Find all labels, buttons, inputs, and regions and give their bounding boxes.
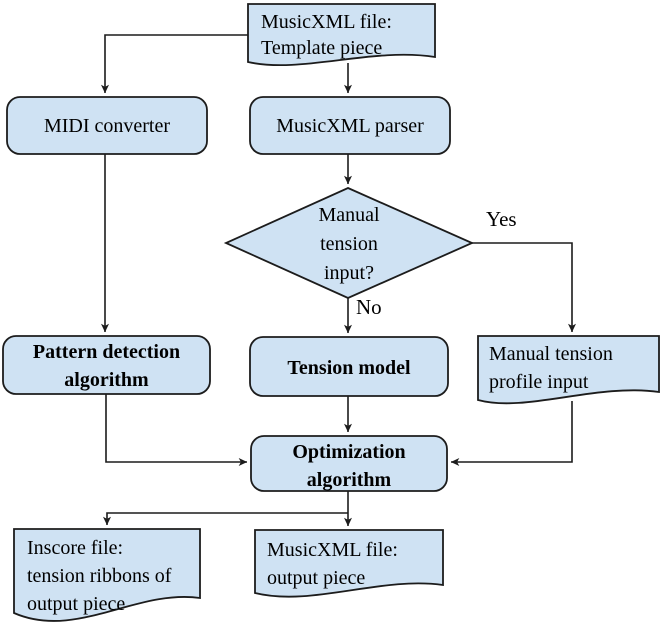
text-line: Inscore file: bbox=[27, 537, 124, 559]
text-line: algorithm bbox=[306, 469, 392, 491]
text-line: Manual bbox=[318, 204, 380, 226]
node-inscore-file-shape bbox=[13, 528, 201, 622]
node-decision-shape bbox=[223, 187, 475, 299]
node-template-file-shape bbox=[247, 3, 436, 66]
text-line: algorithm bbox=[64, 369, 149, 391]
node-tension-model-shape bbox=[249, 336, 449, 397]
node-manual-profile-label: Manual tension profile input bbox=[489, 340, 655, 396]
text-line: MusicXML file: bbox=[267, 539, 398, 561]
edge-label-yes: Yes bbox=[486, 207, 517, 231]
node-tension-model-label: Tension model bbox=[287, 357, 411, 379]
node-pattern-detection-shape bbox=[2, 335, 211, 395]
node-output-file-shape bbox=[254, 529, 444, 598]
text-line: MusicXML file: bbox=[261, 11, 392, 33]
text-line: output piece bbox=[27, 593, 126, 615]
node-pattern-detection-label: Pattern detection algorithm bbox=[3, 338, 210, 394]
node-musicxml-parser-label: MusicXML parser bbox=[276, 115, 424, 137]
node-optimization-shape bbox=[250, 435, 448, 492]
node-optimization-label: Optimization algorithm bbox=[251, 438, 447, 494]
connector-decision-yes-to-profile bbox=[472, 242, 576, 333]
connectors bbox=[101, 34, 576, 527]
text-line: Template piece bbox=[261, 37, 383, 59]
text-line: Optimization bbox=[292, 441, 406, 463]
connector-profile-to-optimization bbox=[450, 401, 573, 466]
node-output-file-label: MusicXML file: output piece bbox=[267, 536, 437, 592]
node-shapes bbox=[2, 3, 660, 622]
text-line: Pattern detection bbox=[32, 341, 181, 363]
connector-optimization-to-inscore bbox=[103, 512, 348, 526]
node-template-file-label: MusicXML file: Template piece bbox=[261, 9, 431, 61]
connector-template-to-midi bbox=[101, 34, 248, 94]
text-line: tension ribbons of bbox=[27, 565, 172, 587]
node-musicxml-parser-shape bbox=[249, 96, 451, 155]
node-manual-profile-shape bbox=[477, 335, 660, 405]
text-line: tension bbox=[320, 233, 378, 255]
node-decision-label: Manual tension input? bbox=[269, 201, 429, 288]
node-midi-converter-shape bbox=[6, 96, 208, 155]
text-line: output piece bbox=[267, 567, 366, 589]
node-midi-converter-label: MIDI converter bbox=[43, 115, 171, 137]
edge-label-no: No bbox=[356, 295, 382, 319]
node-inscore-file-label: Inscore file: tension ribbons of output … bbox=[27, 534, 197, 618]
text-line: Manual tension bbox=[489, 343, 613, 365]
connector-pattern-to-optimization bbox=[105, 394, 248, 466]
text-line: input? bbox=[324, 262, 374, 284]
text-line: profile input bbox=[489, 371, 589, 393]
